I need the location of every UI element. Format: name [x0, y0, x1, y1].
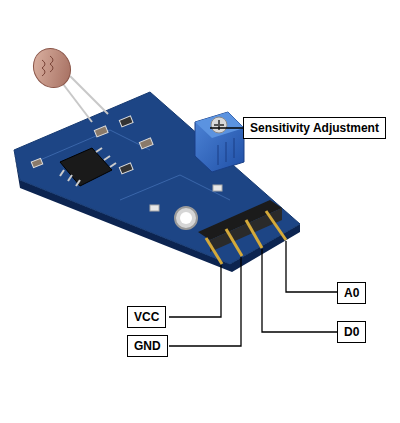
led [213, 185, 222, 191]
smd-capacitor [139, 138, 153, 149]
mounting-hole [175, 207, 197, 229]
smd-capacitor [31, 158, 43, 167]
callout-label: A0 [344, 285, 359, 301]
callout-label: VCC [134, 309, 159, 325]
callout-label: Sensitivity Adjustment [250, 120, 379, 136]
callout-box: A0 [337, 282, 366, 304]
mounting-hole [180, 212, 192, 224]
callout-box: D0 [337, 321, 366, 343]
ldr-leg [70, 76, 108, 114]
led [150, 205, 159, 211]
callout-box: VCC [127, 306, 166, 328]
callout-box: Sensitivity Adjustment [243, 117, 386, 139]
ldr-leg [60, 80, 92, 122]
callout-label: GND [134, 338, 161, 354]
pcb-trace [120, 175, 230, 200]
smd-resistor [119, 163, 133, 174]
leader-line [169, 128, 337, 346]
photoresistor-track [42, 56, 53, 76]
potentiometer [195, 112, 244, 172]
pin-header [198, 200, 286, 264]
smd-resistor [94, 126, 108, 137]
comparator-chip [60, 148, 116, 186]
callout-label: D0 [344, 324, 359, 340]
photoresistor [26, 42, 77, 95]
smd-resistor [119, 116, 133, 127]
callout-box: GND [127, 335, 168, 357]
